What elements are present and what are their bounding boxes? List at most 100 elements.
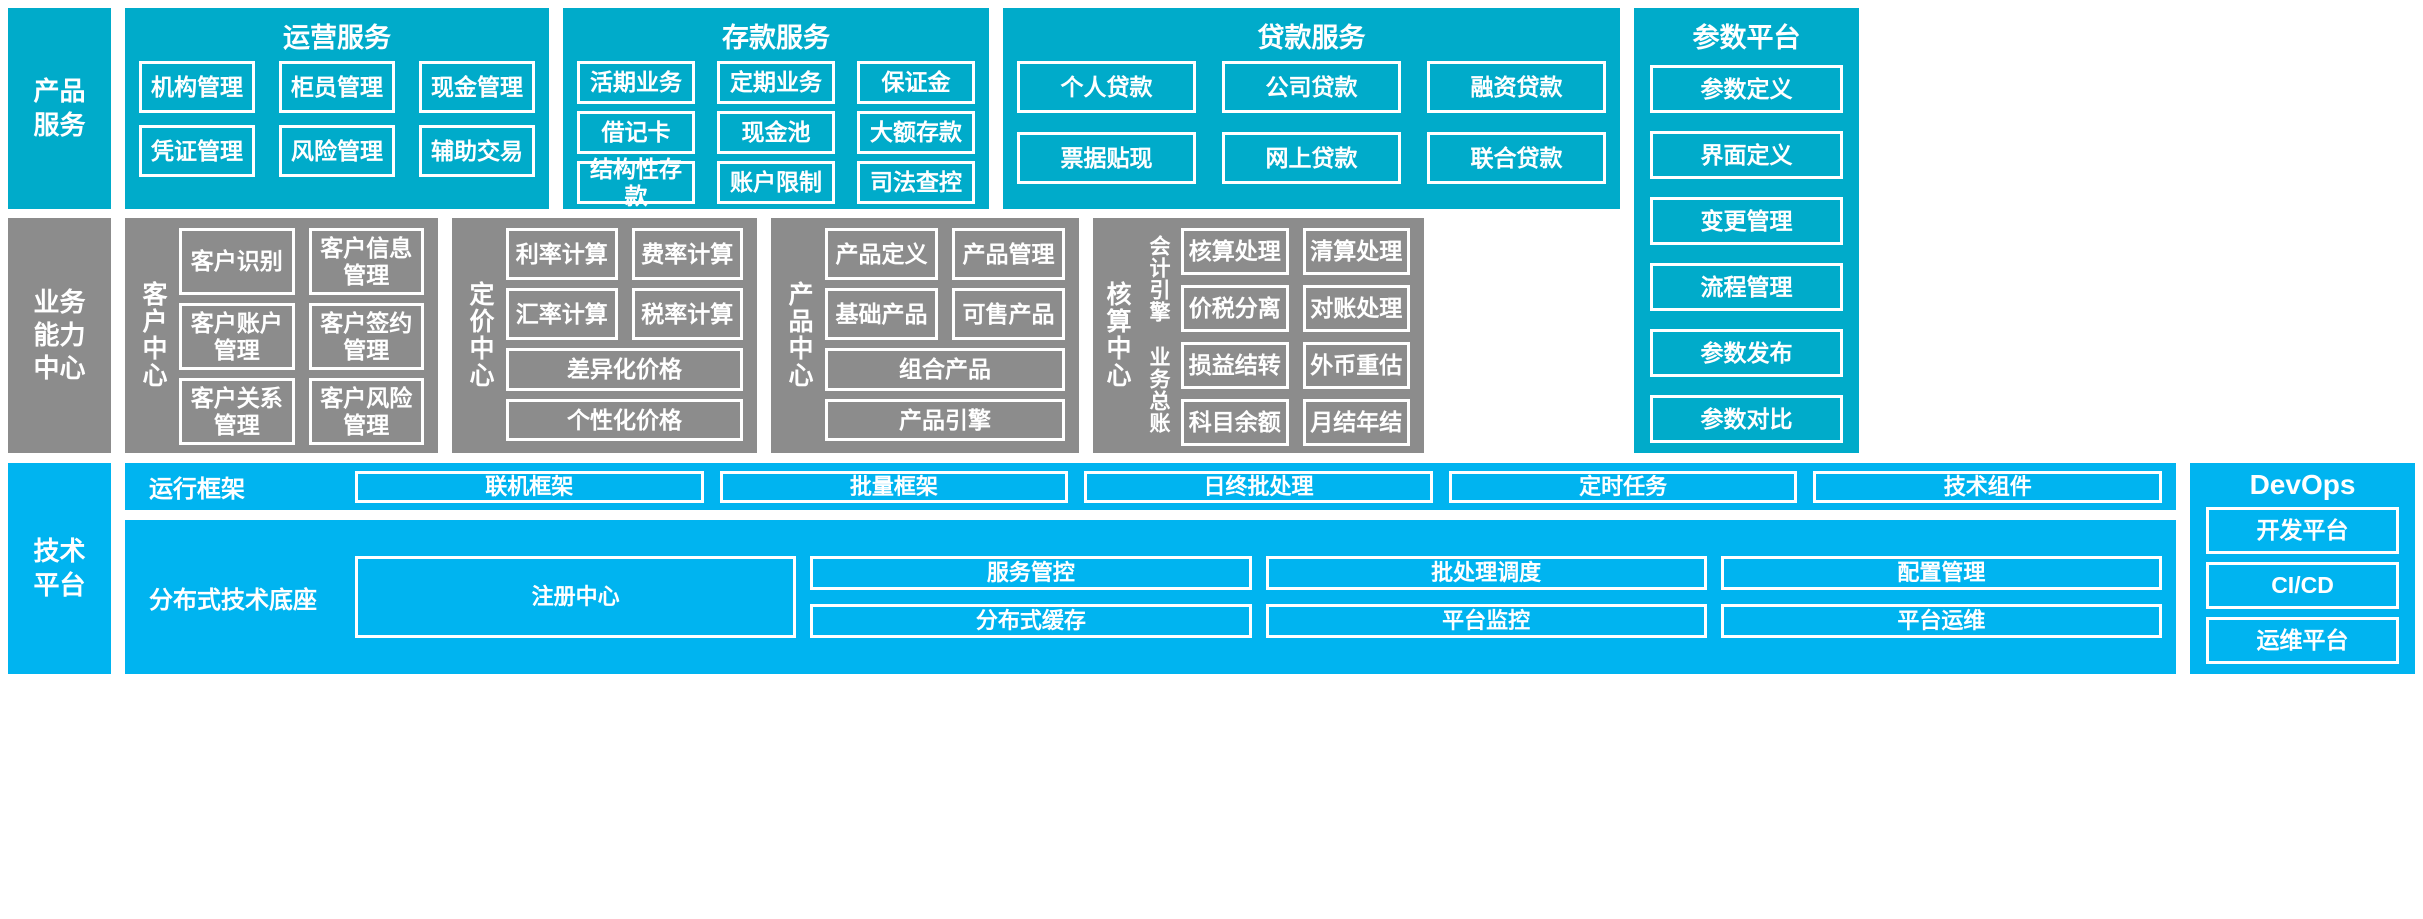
capability-tile[interactable]: 费率计算 <box>631 228 743 280</box>
capability-tile[interactable]: 客户关系管理 <box>179 378 295 445</box>
capability-tile[interactable]: 客户签约管理 <box>308 303 424 370</box>
pricing-center-group: 定价中心 利率计算 费率计算 汇率计算 税率计算 差异化价格 个性化价格 <box>452 218 757 453</box>
parameter-item[interactable]: 界面定义 <box>1650 131 1843 179</box>
devops-item[interactable]: 运维平台 <box>2206 617 2399 664</box>
capability-tile[interactable]: 客户识别 <box>179 228 295 295</box>
service-tile[interactable]: 融资贷款 <box>1427 61 1606 113</box>
row-label-line-1: 产品 <box>33 76 86 107</box>
service-tile[interactable]: 大额存款 <box>857 111 975 154</box>
tech-tile[interactable]: 平台监控 <box>1265 604 1707 638</box>
operation-services-group: 运营服务 机构管理 柜员管理 现金管理 凭证管理 风险管理 辅助交易 <box>125 8 549 209</box>
loan-services-tiles: 个人贷款 公司贷款 融资贷款 票据贴现 网上贷款 联合贷款 <box>1017 61 1606 184</box>
deposit-services-tiles: 活期业务 定期业务 保证金 借记卡 现金池 大额存款 结构性存款 账户限制 司法… <box>577 61 975 209</box>
service-tile[interactable]: 联合贷款 <box>1427 132 1606 184</box>
parameter-item[interactable]: 参数对比 <box>1650 395 1843 443</box>
capability-tile[interactable]: 组合产品 <box>825 348 1065 391</box>
parameter-platform-items: 参数定义 界面定义 变更管理 流程管理 参数发布 参数对比 <box>1650 65 1843 443</box>
tech-tile[interactable]: 技术组件 <box>1813 470 2162 503</box>
service-tile[interactable]: 账户限制 <box>717 161 835 204</box>
parameter-item[interactable]: 参数定义 <box>1650 65 1843 113</box>
deposit-services-title: 存款服务 <box>722 23 830 53</box>
devops-item[interactable]: 开发平台 <box>2206 507 2399 554</box>
service-tile[interactable]: 公司贷款 <box>1222 61 1401 113</box>
operation-services-tiles: 机构管理 柜员管理 现金管理 凭证管理 风险管理 辅助交易 <box>139 61 535 177</box>
capability-tile[interactable]: 可售产品 <box>952 288 1065 340</box>
row-label-line-1: 技术 <box>33 536 86 567</box>
devops-item[interactable]: CI/CD <box>2206 562 2399 609</box>
registry-center-tile[interactable]: 注册中心 <box>355 556 797 638</box>
accounting-center-group: 核算中心 会计引擎 业务总账 核算处理 清算处理 价税分离 对账处理 损益结转 … <box>1093 218 1424 453</box>
capability-tile[interactable]: 差异化价格 <box>506 348 743 391</box>
loan-services-group: 贷款服务 个人贷款 公司贷款 融资贷款 票据贴现 网上贷款 联合贷款 <box>1003 8 1620 209</box>
service-tile[interactable]: 机构管理 <box>139 61 255 113</box>
pricing-center-tiles: 利率计算 费率计算 汇率计算 税率计算 差异化价格 个性化价格 <box>506 228 743 441</box>
distributed-base-band: 分布式技术底座 注册中心 服务管控 批处理调度 配置管理 分布式缓存 平台监控 … <box>125 520 2176 674</box>
accounting-engine-label: 会计引擎 <box>1147 234 1170 323</box>
service-tile[interactable]: 借记卡 <box>577 111 695 154</box>
product-center-group: 产品中心 产品定义 产品管理 基础产品 可售产品 组合产品 产品引擎 <box>771 218 1079 453</box>
capability-tile[interactable]: 客户账户管理 <box>179 303 295 370</box>
capability-tile[interactable]: 汇率计算 <box>506 288 618 340</box>
capability-tile[interactable]: 个性化价格 <box>506 398 743 441</box>
capability-tile[interactable]: 外币重估 <box>1302 342 1410 389</box>
service-tile[interactable]: 结构性存款 <box>577 156 695 209</box>
service-tile[interactable]: 活期业务 <box>577 61 695 104</box>
parameter-item[interactable]: 参数发布 <box>1650 329 1843 377</box>
service-tile[interactable]: 柜员管理 <box>279 61 395 113</box>
tech-tile[interactable]: 批量框架 <box>719 470 1069 503</box>
row-label-line-2: 平台 <box>33 569 86 600</box>
capability-tile[interactable]: 基础产品 <box>825 288 938 340</box>
capability-tile[interactable]: 产品管理 <box>952 228 1065 280</box>
general-ledger-label: 业务总账 <box>1147 346 1170 435</box>
service-tile[interactable]: 辅助交易 <box>419 125 535 177</box>
tech-tile[interactable]: 批处理调度 <box>1265 556 1707 590</box>
parameter-platform-panel: 参数平台 参数定义 界面定义 变更管理 流程管理 参数发布 参数对比 <box>1634 8 1859 453</box>
tech-tile[interactable]: 定时任务 <box>1448 470 1798 503</box>
service-tile[interactable]: 现金管理 <box>419 61 535 113</box>
devops-panel: DevOps 开发平台 CI/CD 运维平台 <box>2190 463 2415 674</box>
tech-tile[interactable]: 服务管控 <box>810 556 1252 590</box>
capability-tile[interactable]: 对账处理 <box>1302 285 1410 332</box>
customer-center-label: 客户中心 <box>139 280 167 389</box>
operation-services-title: 运营服务 <box>283 23 391 53</box>
distributed-base-tiles: 注册中心 服务管控 批处理调度 配置管理 分布式缓存 平台监控 平台运维 <box>355 556 2162 638</box>
parameter-platform-title: 参数平台 <box>1692 23 1801 53</box>
capability-tile[interactable]: 客户信息管理 <box>308 228 424 295</box>
service-tile[interactable]: 保证金 <box>857 61 975 104</box>
runtime-framework-label: 运行框架 <box>149 476 245 503</box>
capability-tile[interactable]: 价税分离 <box>1181 285 1289 332</box>
devops-items: 开发平台 CI/CD 运维平台 <box>2206 507 2399 664</box>
service-tile[interactable]: 网上贷款 <box>1222 132 1401 184</box>
capability-tile[interactable]: 产品引擎 <box>825 398 1065 441</box>
service-tile[interactable]: 凭证管理 <box>139 125 255 177</box>
capability-tile[interactable]: 科目余额 <box>1181 399 1289 446</box>
tech-tile[interactable]: 联机框架 <box>355 470 704 503</box>
tech-tile[interactable]: 日终批处理 <box>1084 470 1433 503</box>
customer-center-tiles: 客户识别 客户信息管理 客户账户管理 客户签约管理 客户关系管理 客户风险管理 <box>179 228 424 445</box>
service-tile[interactable]: 个人贷款 <box>1017 61 1196 113</box>
capability-tile[interactable]: 产品定义 <box>825 228 938 280</box>
capability-tile[interactable]: 清算处理 <box>1302 228 1410 275</box>
service-tile[interactable]: 票据贴现 <box>1017 132 1196 184</box>
tech-tile[interactable]: 配置管理 <box>1720 556 2162 590</box>
service-tile[interactable]: 司法查控 <box>857 161 975 204</box>
pricing-center-label: 定价中心 <box>466 280 494 389</box>
capability-tile[interactable]: 利率计算 <box>506 228 618 280</box>
business-capability-row-label: 业务 能力 中心 <box>8 218 111 453</box>
tech-tile[interactable]: 分布式缓存 <box>810 604 1252 638</box>
technology-platform-row-label: 技术 平台 <box>8 463 111 674</box>
service-tile[interactable]: 现金池 <box>717 111 835 154</box>
row-label-line-2: 服务 <box>33 109 86 140</box>
row-label-line-3: 中心 <box>33 353 86 384</box>
distributed-base-label: 分布式技术底座 <box>149 586 317 614</box>
parameter-item[interactable]: 变更管理 <box>1650 197 1843 245</box>
parameter-item[interactable]: 流程管理 <box>1650 263 1843 311</box>
service-tile[interactable]: 风险管理 <box>279 125 395 177</box>
tech-tile[interactable]: 平台运维 <box>1720 604 2162 638</box>
capability-tile[interactable]: 税率计算 <box>631 288 743 340</box>
capability-tile[interactable]: 客户风险管理 <box>308 378 424 445</box>
capability-tile[interactable]: 损益结转 <box>1181 342 1289 389</box>
service-tile[interactable]: 定期业务 <box>717 61 835 104</box>
capability-tile[interactable]: 核算处理 <box>1181 228 1289 275</box>
capability-tile[interactable]: 月结年结 <box>1302 399 1410 446</box>
